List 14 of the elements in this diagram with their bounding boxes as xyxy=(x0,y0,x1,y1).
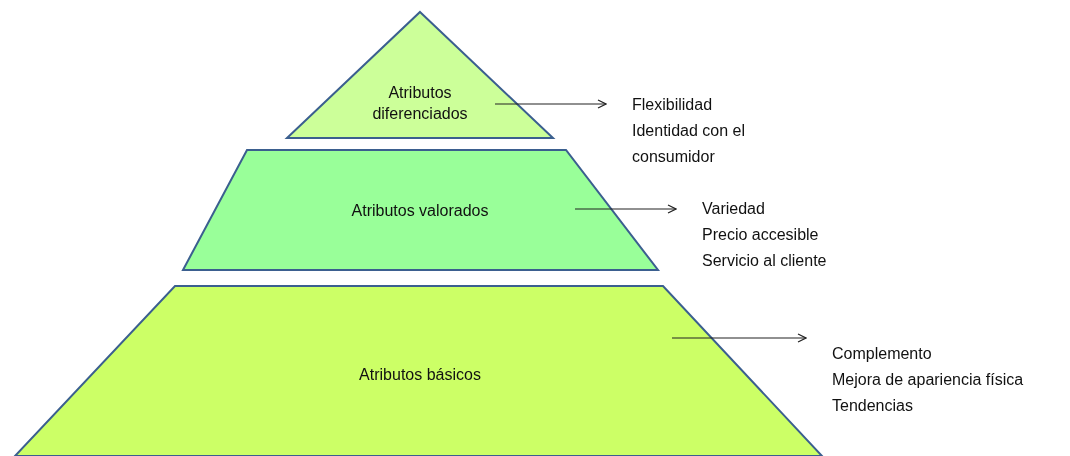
attribute-item: Precio accesible xyxy=(702,225,820,245)
tier-label: Atributos valorados xyxy=(350,201,490,221)
tier-label: Atributos diferenciados xyxy=(371,83,469,124)
attribute-item: Servicio al cliente xyxy=(702,251,828,271)
attribute-item: Variedad xyxy=(702,199,766,219)
arrow xyxy=(494,99,607,109)
attribute-item: Identidad con el consumidor xyxy=(632,121,746,167)
attribute-item: Flexibilidad xyxy=(632,95,714,115)
attribute-item: Tendencias xyxy=(832,396,914,416)
arrow xyxy=(671,333,807,343)
tier-label: Atributos básicos xyxy=(358,365,482,385)
attribute-item: Mejora de apariencia física xyxy=(832,370,1025,390)
attribute-item: Complemento xyxy=(832,344,933,364)
arrow xyxy=(574,204,677,214)
